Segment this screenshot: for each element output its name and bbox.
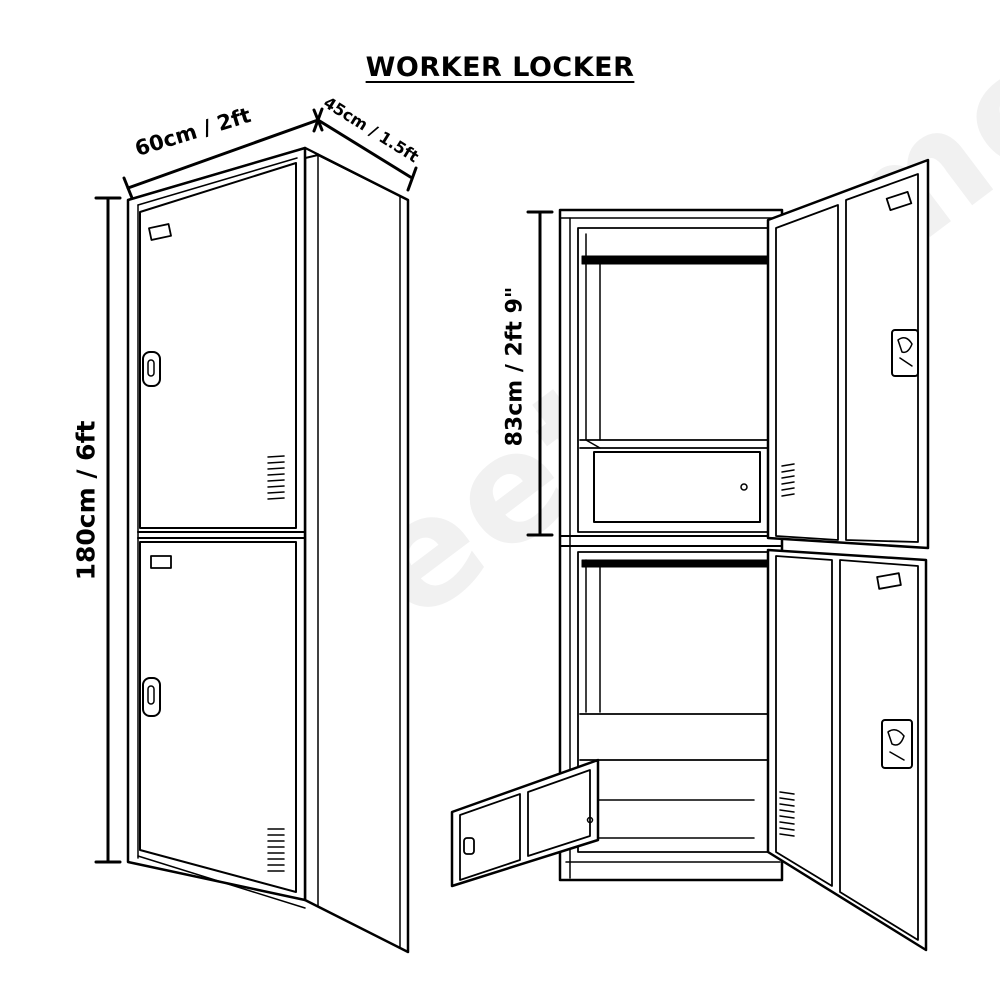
closed-locker bbox=[126, 146, 410, 954]
height-label: 180cm / 6ft bbox=[71, 420, 101, 581]
dimension-lines bbox=[94, 107, 554, 864]
diagram-title: WORKER LOCKER bbox=[365, 52, 635, 83]
open-locker bbox=[450, 158, 930, 952]
compartment-height-label: 83cm / 2ft 9" bbox=[502, 286, 528, 447]
